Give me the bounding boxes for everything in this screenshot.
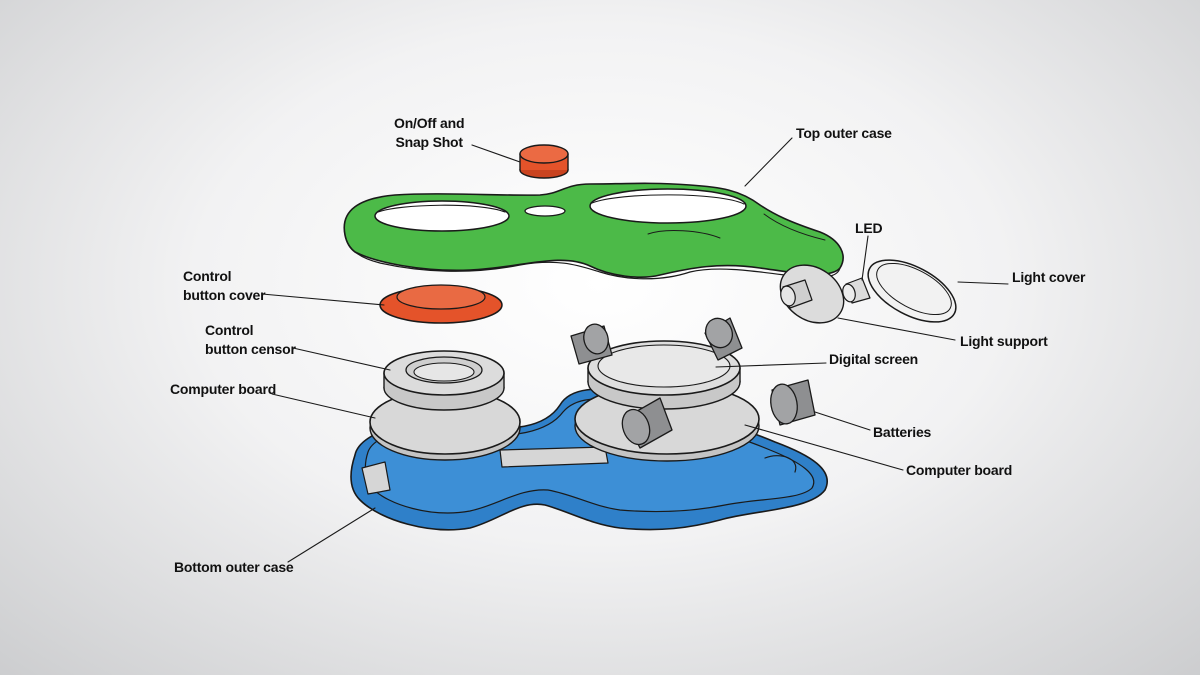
light-cover	[867, 259, 957, 323]
label-on-off-line1: On/Off and	[394, 115, 465, 131]
label-control-button-censor: Control button censor	[205, 321, 296, 359]
light-support	[779, 264, 845, 324]
control-button-censor	[383, 350, 505, 411]
label-control-button-cover: Control button cover	[183, 267, 266, 305]
battery-3	[621, 397, 673, 449]
label-digital-screen: Digital screen	[829, 351, 919, 367]
label-led: LED	[855, 220, 883, 236]
label-top-outer-case: Top outer case	[796, 125, 892, 141]
label-computer-board-left: Computer board	[170, 381, 277, 397]
battery-4	[770, 379, 816, 426]
label-control-button-censor-line2: button censor	[205, 341, 296, 357]
top-outer-case	[343, 182, 844, 280]
leader-lines	[261, 137, 1009, 563]
label-on-off-line2: Snap Shot	[395, 134, 463, 150]
label-light-support: Light support	[960, 333, 1048, 349]
label-batteries: Batteries	[873, 424, 932, 440]
label-computer-board-right: Computer board	[906, 462, 1013, 478]
label-on-off-snapshot: On/Off and Snap Shot	[394, 114, 465, 152]
label-bottom-outer-case: Bottom outer case	[174, 559, 294, 575]
on-off-snapshot-button	[519, 144, 569, 179]
digital-screen	[587, 340, 741, 410]
label-control-button-censor-line1: Control	[205, 322, 254, 338]
led	[842, 277, 871, 304]
label-control-button-cover-line1: Control	[183, 268, 232, 284]
battery-1	[570, 323, 613, 365]
label-light-cover: Light cover	[1012, 269, 1086, 285]
control-button-cover	[379, 284, 503, 324]
label-control-button-cover-line2: button cover	[183, 287, 266, 303]
battery-2	[704, 317, 743, 361]
